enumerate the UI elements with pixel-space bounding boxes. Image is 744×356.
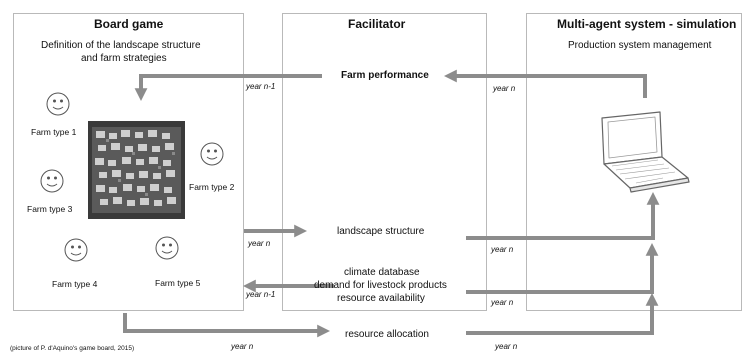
resource-availability-label: resource availability [337, 293, 425, 304]
year-label-perf-right: year n [493, 84, 516, 93]
year-label-alloc-left: year n [231, 342, 254, 351]
smiley-face-icon [200, 142, 224, 166]
photo-caption: (picture of P. d'Aquino's game board, 20… [10, 345, 135, 352]
mas-subtitle: Production system management [568, 40, 712, 51]
farm-performance-arrow-right [444, 69, 647, 98]
smiley-face-icon [46, 92, 70, 116]
smiley-face-icon [40, 169, 64, 193]
smiley-face-icon [64, 238, 88, 262]
smiley-face-icon [155, 236, 179, 260]
allocation-arrow-right [466, 293, 659, 335]
laptop-icon [601, 111, 690, 193]
demand-livestock-label: demand for livestock products [314, 280, 447, 291]
allocation-arrow-left [123, 313, 330, 338]
mas-title: Multi-agent system - simulation [557, 17, 737, 31]
climate-database-label: climate database [344, 267, 420, 278]
farm-type-4-label: Farm type 4 [52, 279, 98, 289]
board-game-title: Board game [94, 17, 164, 31]
inputs-arrow-right [466, 243, 659, 294]
farm-performance-arrow-left [134, 74, 322, 101]
year-label-landscape-left: year n [248, 239, 271, 248]
landscape-arrow-right [466, 192, 660, 240]
year-label-alloc-right: year n [495, 342, 518, 351]
facilitator-title: Facilitator [348, 17, 406, 31]
facilitator-panel [282, 13, 487, 311]
landscape-structure-label: landscape structure [337, 226, 425, 237]
resource-allocation-label: resource allocation [345, 329, 429, 340]
farm-type-3-label: Farm type 3 [27, 204, 73, 214]
game-board-photo [88, 121, 185, 219]
year-label-landscape-right: year n [491, 245, 514, 254]
board-game-subtitle-line2: and farm strategies [81, 53, 167, 64]
board-game-subtitle-line1: Definition of the landscape structure [41, 40, 201, 51]
year-label-perf-left: year n-1 [246, 82, 276, 91]
farm-type-2-label: Farm type 2 [189, 182, 235, 192]
farm-performance-label: Farm performance [341, 70, 429, 81]
farm-type-1-label: Farm type 1 [31, 127, 77, 137]
farm-type-5-label: Farm type 5 [155, 278, 201, 288]
year-label-inputs-right: year n [491, 298, 514, 307]
year-label-inputs-left: year n-1 [246, 290, 276, 299]
